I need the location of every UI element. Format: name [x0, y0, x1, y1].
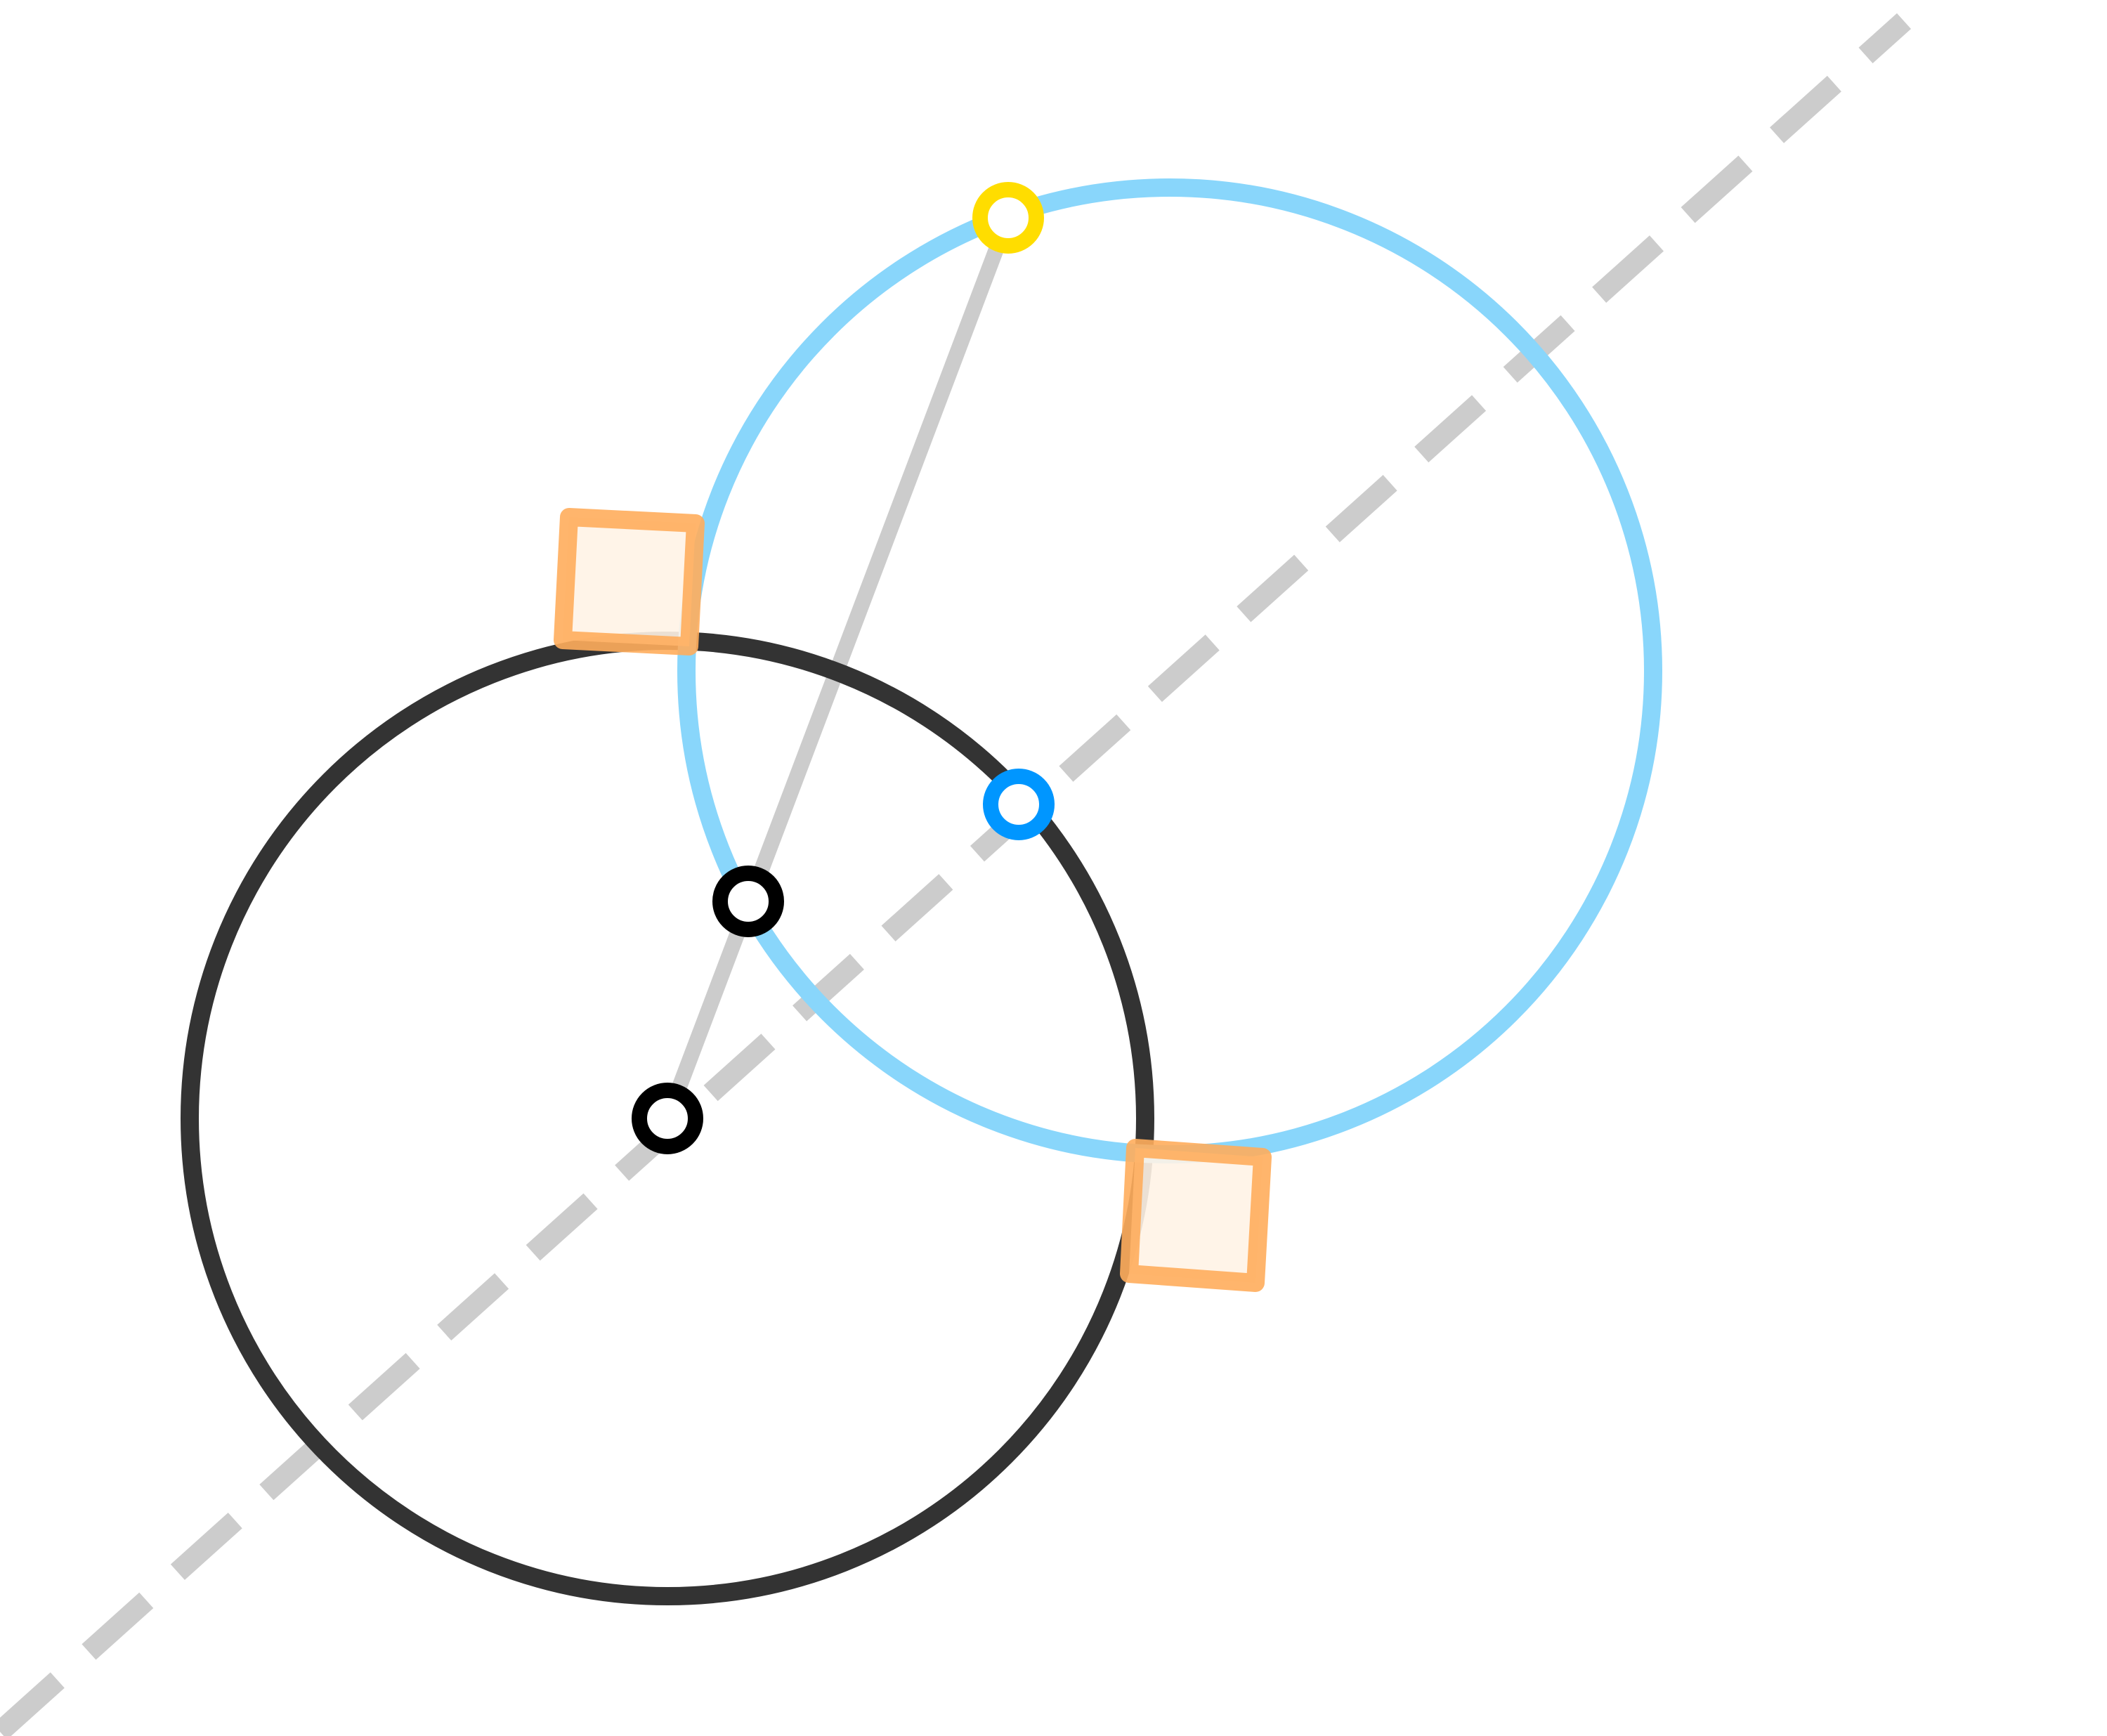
lower-right-angle-marker: [1120, 1139, 1272, 1292]
yellow-point[interactable]: [972, 182, 1044, 254]
dashed-line: [0, 13, 1912, 1736]
upper-right-angle-marker: [554, 508, 705, 655]
black-circle-center-point[interactable]: [632, 1083, 703, 1154]
inner-intersection-point[interactable]: [712, 866, 784, 937]
blue-point[interactable]: [983, 769, 1055, 840]
